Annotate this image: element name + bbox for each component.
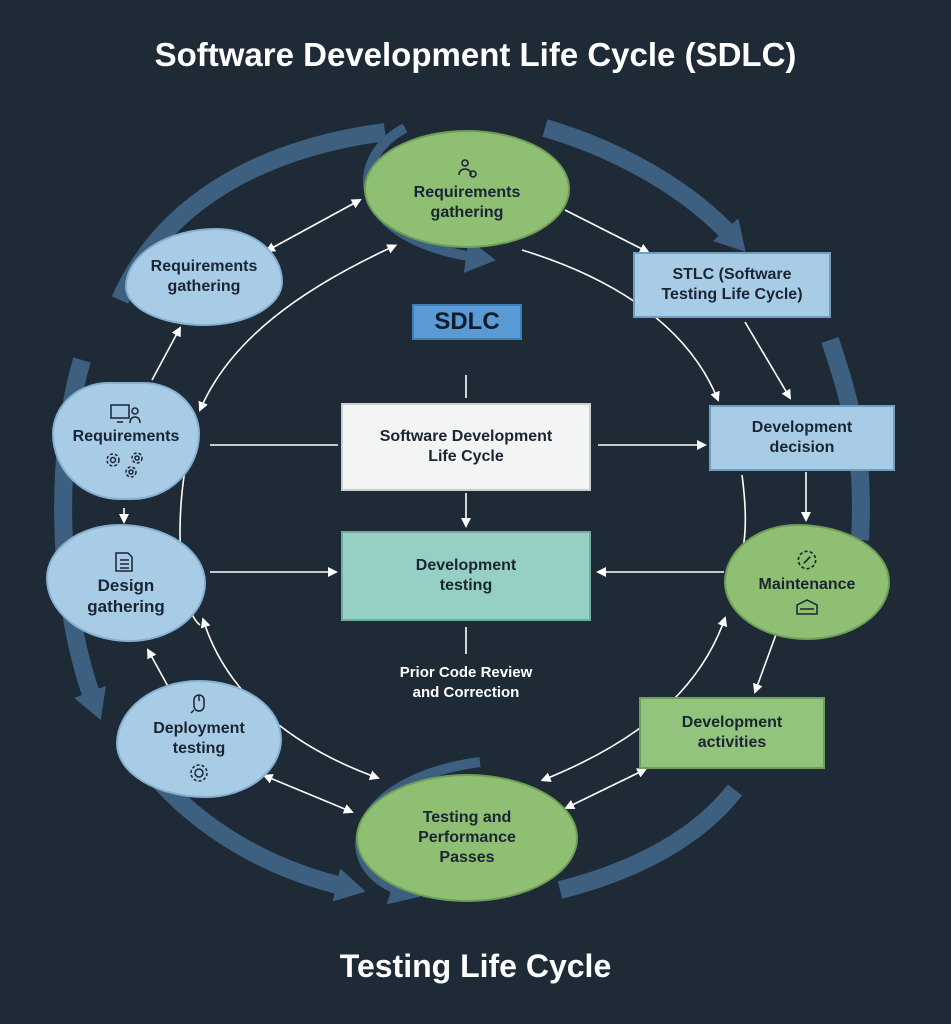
node-label: Requirements bbox=[72, 428, 180, 445]
node-development-testing: Development testing bbox=[341, 531, 591, 621]
document-list-icon bbox=[115, 552, 133, 572]
node-label: STLC (Software Testing Life Cycle) bbox=[661, 266, 803, 303]
mouse-hand-icon bbox=[190, 694, 205, 714]
node-development-activities: Development activities bbox=[639, 697, 825, 769]
node-label: Design gathering bbox=[87, 575, 165, 616]
gears-icon bbox=[106, 452, 143, 478]
people-gear-icon bbox=[458, 159, 477, 178]
node-sdlc-center: Software Development Life Cycle bbox=[341, 403, 591, 491]
computer-user-icon bbox=[110, 404, 141, 424]
node-requirements: Requirements bbox=[52, 382, 200, 500]
footer-title: Testing Life Cycle bbox=[339, 948, 612, 984]
node-label: Development testing bbox=[415, 557, 517, 594]
node-label: Deployment testing bbox=[153, 720, 245, 757]
node-requirements-gathering-left: Requirements gathering bbox=[125, 228, 283, 326]
badge-label: SDLC bbox=[434, 308, 500, 335]
sdlc-badge: SDLC bbox=[412, 304, 522, 340]
gear-wrench-icon bbox=[797, 550, 817, 570]
node-label: Testing and Performance Passes bbox=[418, 809, 516, 866]
node-maintenance: Maintenance bbox=[724, 524, 890, 640]
node-development-decision: Development decision bbox=[709, 405, 895, 471]
node-requirements-gathering-top: Requirements gathering bbox=[364, 130, 570, 248]
node-label: Maintenance bbox=[758, 576, 856, 593]
node-label: Requirements gathering bbox=[413, 184, 521, 221]
node-design-gathering: Design gathering bbox=[46, 524, 206, 642]
diagram-title: Software Development Life Cycle (SDLC) bbox=[154, 36, 797, 73]
node-label: Software Development Life Cycle bbox=[379, 428, 553, 465]
node-deployment-testing: Deployment testing bbox=[116, 680, 282, 798]
node-label: Requirements gathering bbox=[150, 258, 258, 295]
node-label: Development decision bbox=[751, 419, 853, 456]
gear-icon bbox=[190, 764, 208, 782]
node-testing-performance-passes: Testing and Performance Passes bbox=[356, 774, 578, 902]
node-stlc: STLC (Software Testing Life Cycle) bbox=[633, 252, 831, 318]
code-review-note: Prior Code Review and Correction bbox=[399, 664, 533, 701]
toolbox-icon bbox=[796, 599, 818, 615]
node-label: Development activities bbox=[681, 714, 783, 751]
